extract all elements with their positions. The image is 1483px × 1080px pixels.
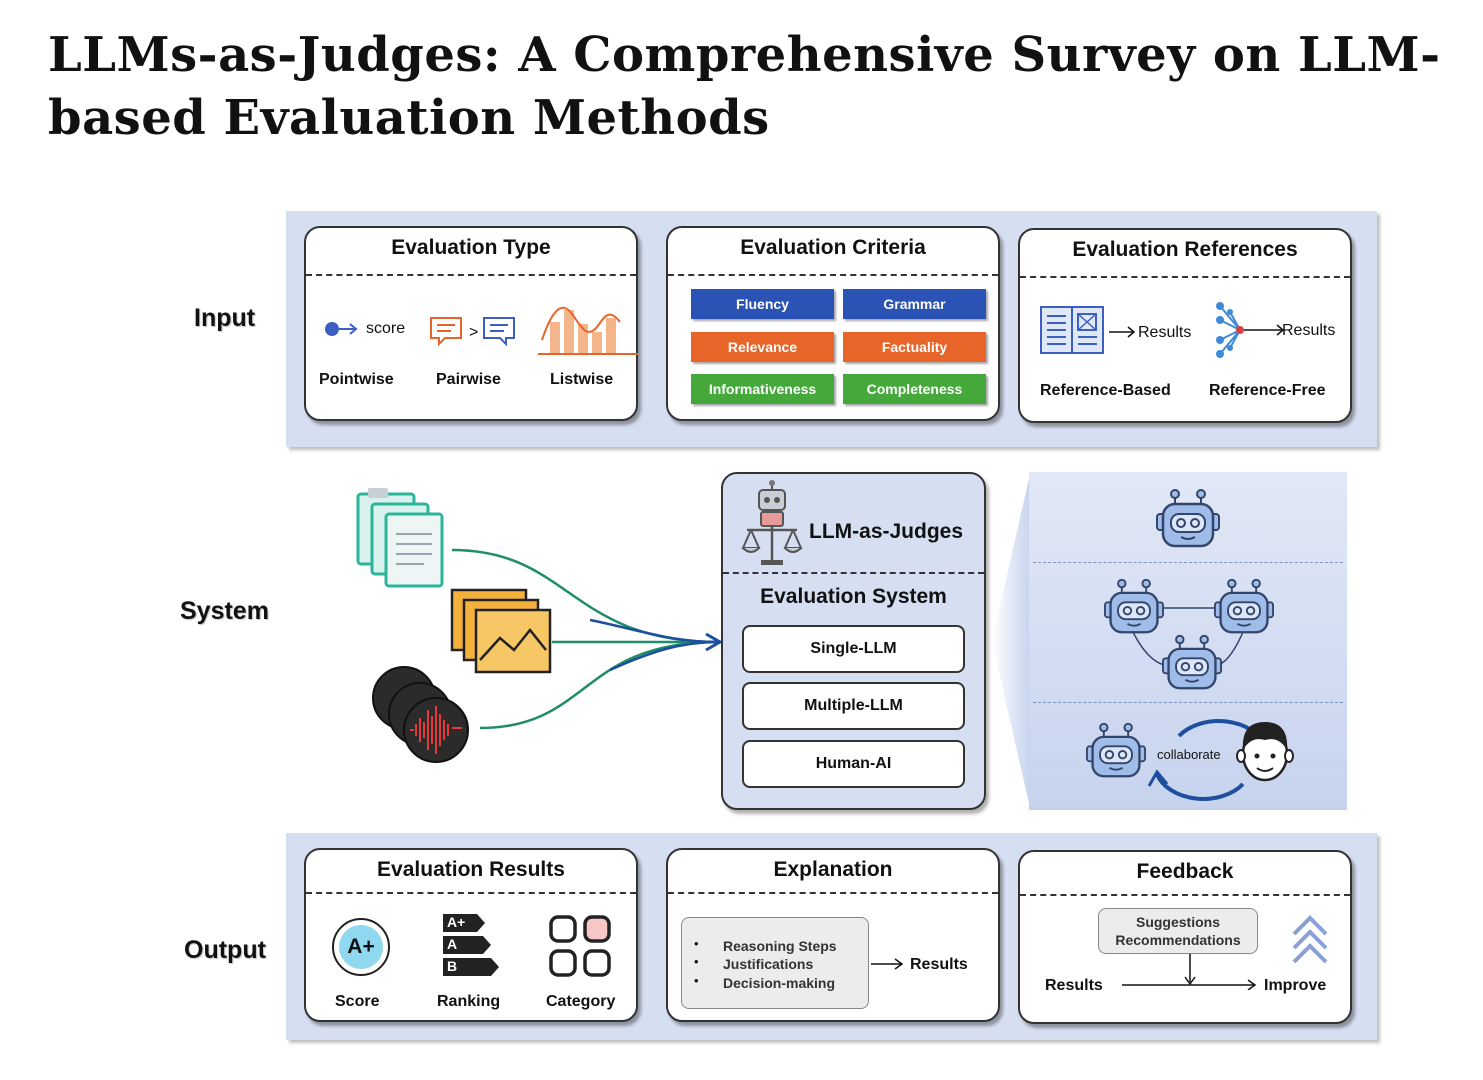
robot-judge-icon bbox=[741, 480, 803, 565]
explanation-card: Explanation • • • Reasoning Steps Justif… bbox=[666, 848, 1000, 1022]
robot-icon bbox=[1214, 578, 1274, 634]
grade-text: A+ bbox=[339, 925, 383, 969]
suggestions-text: Suggestions bbox=[1135, 914, 1220, 930]
evaluation-references-title: Evaluation References bbox=[1072, 238, 1298, 261]
system-modes-panel: collaborate bbox=[1029, 472, 1347, 810]
robot-icon bbox=[1156, 489, 1220, 548]
rank-a-plus: A+ bbox=[447, 914, 466, 930]
arrow-icon bbox=[871, 958, 904, 970]
bullet-dot: • bbox=[694, 936, 699, 951]
divider bbox=[306, 274, 636, 276]
criterion-grammar: Grammar bbox=[843, 289, 986, 319]
pairwise-label: Pairwise bbox=[436, 371, 501, 388]
pairwise-icon: > bbox=[430, 317, 515, 347]
bullet-dot: • bbox=[694, 973, 699, 988]
category-label: Category bbox=[546, 993, 616, 1010]
divider bbox=[723, 572, 984, 574]
llm-as-judges-box: LLM-as-Judges Evaluation System Single-L… bbox=[721, 472, 986, 810]
evaluation-results-title: Evaluation Results bbox=[377, 858, 565, 881]
pointwise-icon bbox=[325, 322, 358, 336]
evaluation-criteria-card: Evaluation Criteria Fluency Grammar Rele… bbox=[666, 226, 1000, 421]
rank-a: A bbox=[447, 936, 458, 952]
reasoning-box: • • • Reasoning Steps Justifications Dec… bbox=[681, 917, 869, 1009]
evaluation-criteria-title: Evaluation Criteria bbox=[740, 236, 926, 259]
evaluation-type-title: Evaluation Type bbox=[391, 236, 551, 259]
criterion-factuality: Factuality bbox=[843, 332, 986, 362]
score-label: Score bbox=[335, 993, 380, 1010]
evaluation-type-card: Evaluation Type score > Pointwise Pairwi… bbox=[304, 226, 638, 421]
robot-icon bbox=[1162, 634, 1222, 690]
bullet-dot: • bbox=[694, 954, 699, 969]
divider bbox=[1020, 276, 1350, 278]
decision-making-text: Decision-making bbox=[723, 975, 836, 991]
feedback-card: Feedback Suggestions Recommendations Res… bbox=[1018, 850, 1352, 1024]
human-ai-button[interactable]: Human-AI bbox=[742, 740, 965, 788]
page-title: LLMs-as-Judges: A Comprehensive Survey o… bbox=[48, 27, 1441, 146]
svg-text:>: > bbox=[469, 324, 478, 341]
ranking-icon: A+ A B bbox=[443, 912, 505, 980]
input-flow bbox=[451, 548, 724, 730]
llm-as-judges-title: LLM-as-Judges bbox=[809, 520, 964, 543]
reference-based-label: Reference-Based bbox=[1040, 382, 1171, 399]
reference-free-label: Reference-Free bbox=[1209, 382, 1326, 399]
pointwise-label: Pointwise bbox=[319, 371, 394, 388]
audio-stack-icon bbox=[372, 666, 469, 763]
rank-b: B bbox=[447, 958, 458, 974]
input-row-label: Input bbox=[194, 304, 256, 332]
robot-icon bbox=[1086, 722, 1146, 778]
reasoning-steps-text: Reasoning Steps bbox=[723, 938, 837, 954]
justifications-text: Justifications bbox=[723, 956, 814, 972]
explanation-results-label: Results bbox=[910, 956, 968, 973]
human-face-icon bbox=[1236, 722, 1294, 782]
network-icon bbox=[1216, 302, 1285, 358]
grade-badge-icon: A+ bbox=[332, 918, 390, 976]
evaluation-results-card: Evaluation Results A+ A+ A B Score Ranki… bbox=[304, 848, 638, 1022]
reference-free-results: Results bbox=[1282, 322, 1336, 339]
recommendations-text: Recommendations bbox=[1115, 932, 1241, 948]
criterion-informativeness: Informativeness bbox=[691, 374, 834, 404]
improve-label: Improve bbox=[1264, 977, 1327, 994]
criterion-relevance: Relevance bbox=[691, 332, 834, 362]
category-icon bbox=[549, 915, 611, 977]
listwise-label: Listwise bbox=[550, 371, 614, 388]
score-text: score bbox=[366, 320, 406, 337]
flow-arrows bbox=[1122, 954, 1257, 990]
divider bbox=[668, 892, 998, 894]
evaluation-system-title: Evaluation System bbox=[760, 585, 947, 608]
listwise-icon bbox=[538, 306, 638, 355]
criterion-completeness: Completeness bbox=[843, 374, 986, 404]
explanation-title: Explanation bbox=[773, 858, 893, 881]
output-row-label: Output bbox=[184, 936, 266, 964]
robot-icon bbox=[1104, 578, 1164, 634]
feedback-results-label: Results bbox=[1045, 977, 1103, 994]
evaluation-references-card: Evaluation References Results Results Re… bbox=[1018, 228, 1352, 423]
divider bbox=[1020, 894, 1350, 896]
multiple-llm-button[interactable]: Multiple-LLM bbox=[742, 682, 965, 730]
document-stack-icon bbox=[356, 488, 444, 588]
image-stack-icon bbox=[450, 588, 552, 674]
ranking-label: Ranking bbox=[437, 993, 501, 1010]
collaborate-label: collaborate bbox=[1157, 747, 1221, 762]
feedback-title: Feedback bbox=[1136, 860, 1234, 883]
book-icon bbox=[1040, 306, 1104, 354]
divider bbox=[668, 274, 998, 276]
chevron-up-icon bbox=[1292, 915, 1328, 964]
system-row-label: System bbox=[180, 597, 269, 625]
arrow-icon bbox=[1109, 326, 1136, 338]
divider bbox=[1033, 702, 1343, 703]
single-llm-button[interactable]: Single-LLM bbox=[742, 625, 965, 673]
zoom-callout bbox=[992, 474, 1030, 808]
criterion-fluency: Fluency bbox=[691, 289, 834, 319]
divider bbox=[306, 892, 636, 894]
suggestions-box: Suggestions Recommendations bbox=[1098, 908, 1258, 954]
divider bbox=[1033, 562, 1343, 563]
reference-based-results: Results bbox=[1138, 324, 1192, 341]
